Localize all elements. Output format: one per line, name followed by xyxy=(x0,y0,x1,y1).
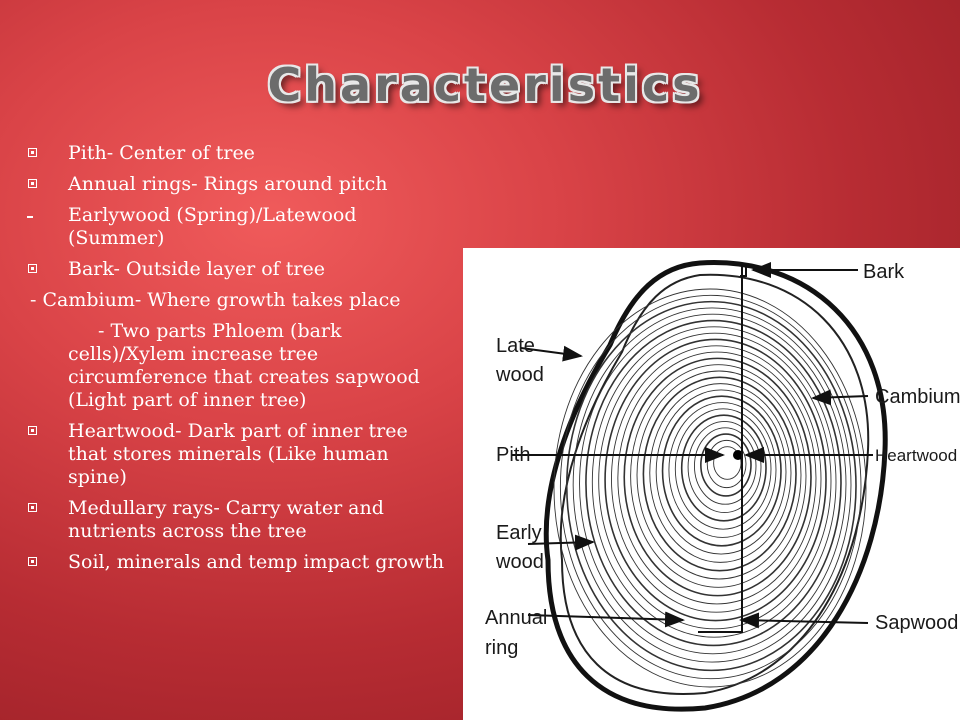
bullet-text: Annual rings- Rings around pitch xyxy=(68,173,388,195)
label-annual-ring-line2: ring xyxy=(485,637,518,659)
growth-rings xyxy=(553,288,867,688)
bullet-text: Earlywood (Spring)/Latewood (Summer) xyxy=(68,204,357,249)
growth-ring xyxy=(559,294,862,680)
cambium-layer xyxy=(559,273,870,695)
label-late-wood-line1: Late xyxy=(496,335,535,357)
growth-ring xyxy=(611,345,822,613)
growth-ring xyxy=(623,357,812,597)
label-early-wood-line1: Early xyxy=(496,522,542,544)
tree-cross-section-diagram: Bark Late wood Cambium Pith Heartwood Ea… xyxy=(463,248,960,720)
label-cambium: Cambium xyxy=(875,386,960,408)
bullet-text: Soil, minerals and temp impact growth xyxy=(68,551,445,573)
bullet-item: - Two parts Phloem (bark cells)/Xylem in… xyxy=(0,320,450,412)
heartwood-marker xyxy=(698,266,743,633)
tree-diagram-svg: Bark Late wood Cambium Pith Heartwood Ea… xyxy=(485,260,960,712)
label-heartwood: Heartwood xyxy=(875,446,957,465)
bullet-item: - Cambium- Where growth takes place xyxy=(0,289,450,312)
label-pith: Pith xyxy=(496,444,530,466)
growth-ring xyxy=(591,326,837,638)
growth-ring xyxy=(553,288,867,688)
dash-bullet-icon xyxy=(27,216,33,218)
bark-outline xyxy=(543,260,888,712)
growth-ring xyxy=(680,414,767,522)
growth-ring xyxy=(617,351,817,605)
label-bark: Bark xyxy=(863,261,905,283)
bullet-item: Heartwood- Dark part of inner tree that … xyxy=(0,420,450,489)
growth-ring xyxy=(655,389,787,555)
bullet-item: Soil, minerals and temp impact growth xyxy=(0,551,450,574)
growth-ring xyxy=(706,439,747,489)
square-bullet-icon xyxy=(28,179,37,188)
growth-ring xyxy=(661,395,782,547)
bullet-text: Pith- Center of tree xyxy=(68,142,255,164)
bullet-item: Medullary rays- Carry water and nutrient… xyxy=(0,497,450,543)
growth-ring xyxy=(572,307,852,663)
growth-ring xyxy=(700,433,752,497)
trunk-cross-section xyxy=(543,260,888,712)
square-bullet-icon xyxy=(28,503,37,512)
bullet-text: Heartwood- Dark part of inner tree that … xyxy=(68,420,408,488)
growth-ring xyxy=(674,408,772,530)
square-bullet-icon xyxy=(28,148,37,157)
bullet-item: Pith- Center of tree xyxy=(0,142,450,165)
growth-ring xyxy=(598,332,832,630)
growth-ring xyxy=(565,300,857,672)
growth-ring xyxy=(585,319,842,647)
bullet-item: Earlywood (Spring)/Latewood (Summer) xyxy=(0,204,450,250)
label-late-wood-line2: wood xyxy=(495,364,544,386)
label-early-wood-line2: wood xyxy=(495,551,544,573)
bullet-text: - Two parts Phloem (bark cells)/Xylem in… xyxy=(68,320,420,411)
growth-ring xyxy=(636,370,802,580)
growth-ring xyxy=(694,427,757,505)
label-annual-ring-line1: Annual xyxy=(485,607,547,629)
label-sapwood: Sapwood xyxy=(875,612,958,634)
square-bullet-icon xyxy=(28,426,37,435)
square-bullet-icon xyxy=(28,264,37,273)
growth-ring xyxy=(642,376,797,572)
bullet-item: Bark- Outside layer of tree xyxy=(0,258,450,281)
bullet-list: Pith- Center of tree Annual rings- Rings… xyxy=(0,142,450,582)
growth-ring xyxy=(687,421,762,513)
bullet-item: Annual rings- Rings around pitch xyxy=(0,173,450,196)
growth-ring xyxy=(630,364,807,588)
growth-ring xyxy=(668,402,777,538)
bark-bracket xyxy=(740,263,747,277)
bullet-text: Medullary rays- Carry water and nutrient… xyxy=(68,497,384,542)
growth-ring xyxy=(579,313,847,655)
bullet-text: - Cambium- Where growth takes place xyxy=(30,289,401,311)
growth-ring xyxy=(649,383,792,563)
label-arrows xyxy=(511,262,873,629)
growth-ring xyxy=(604,338,827,622)
pith-center xyxy=(733,450,743,460)
bullet-text: Bark- Outside layer of tree xyxy=(68,258,325,280)
square-bullet-icon xyxy=(28,557,37,566)
slide-title: Characteristics xyxy=(267,58,703,112)
